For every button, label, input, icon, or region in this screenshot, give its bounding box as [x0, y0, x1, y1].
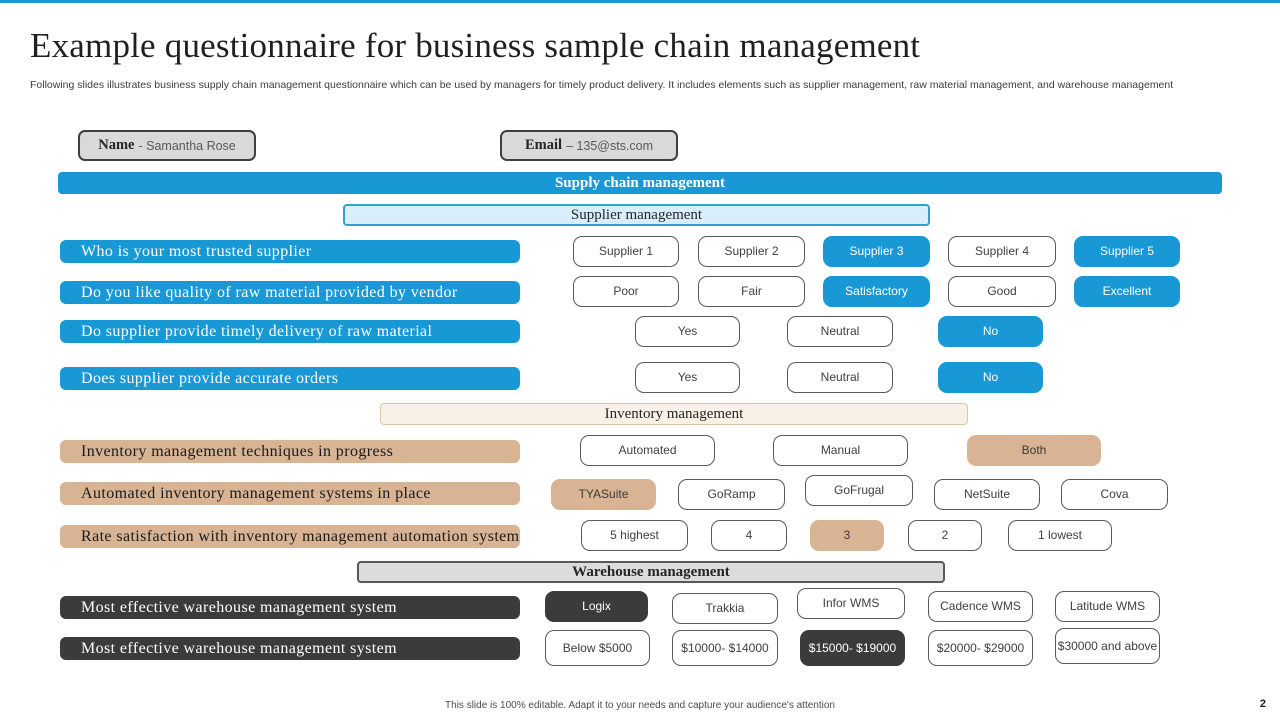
banner-inventory-management: Inventory management	[380, 403, 968, 425]
option-button[interactable]: Logix	[545, 591, 648, 622]
option-button[interactable]: Neutral	[787, 362, 893, 393]
question-automated-systems: Automated inventory management systems i…	[60, 482, 520, 505]
option-button[interactable]: 1 lowest	[1008, 520, 1112, 551]
banner-supply-chain-management: Supply chain management	[58, 172, 1222, 194]
option-button[interactable]: 4	[711, 520, 787, 551]
option-button[interactable]: Supplier 4	[948, 236, 1056, 267]
option-button[interactable]: TYASuite	[551, 479, 656, 510]
question-raw-material-quality: Do you like quality of raw material prov…	[60, 281, 520, 304]
name-field-value: - Samantha Rose	[138, 138, 236, 153]
option-button[interactable]: Infor WMS	[797, 588, 905, 619]
option-button[interactable]: 5 highest	[581, 520, 688, 551]
option-button[interactable]: Automated	[580, 435, 715, 466]
option-button[interactable]: Neutral	[787, 316, 893, 347]
option-button[interactable]: Supplier 2	[698, 236, 805, 267]
option-button[interactable]: 2	[908, 520, 982, 551]
question-inventory-techniques: Inventory management techniques in progr…	[60, 440, 520, 463]
option-button[interactable]: Poor	[573, 276, 679, 307]
option-button[interactable]: Both	[967, 435, 1101, 466]
option-button[interactable]: $15000- $19000	[800, 630, 905, 666]
top-accent-strip	[0, 0, 1280, 3]
question-timely-delivery: Do supplier provide timely delivery of r…	[60, 320, 520, 343]
page-title: Example questionnaire for business sampl…	[30, 26, 921, 65]
option-button[interactable]: Good	[948, 276, 1056, 307]
option-button[interactable]: Latitude WMS	[1055, 591, 1160, 622]
option-button[interactable]: Cova	[1061, 479, 1168, 510]
question-most-trusted-supplier: Who is your most trusted supplier	[60, 240, 520, 263]
option-button[interactable]: Satisfactory	[823, 276, 930, 307]
question-effective-wms: Most effective warehouse management syst…	[60, 596, 520, 619]
question-accurate-orders: Does supplier provide accurate orders	[60, 367, 520, 390]
option-button[interactable]: No	[938, 362, 1043, 393]
option-button[interactable]: Supplier 3	[823, 236, 930, 267]
option-button[interactable]: Supplier 5	[1074, 236, 1180, 267]
option-button[interactable]: 3	[810, 520, 884, 551]
option-button[interactable]: Trakkia	[672, 593, 778, 624]
option-button[interactable]: Manual	[773, 435, 908, 466]
option-button[interactable]: No	[938, 316, 1043, 347]
option-button[interactable]: Yes	[635, 316, 740, 347]
slide-subtitle: Following slides illustrates business su…	[30, 79, 1174, 91]
option-button[interactable]: $20000- $29000	[928, 630, 1033, 666]
option-button[interactable]: Cadence WMS	[928, 591, 1033, 622]
name-field-label: Name	[98, 137, 135, 153]
option-button[interactable]: Supplier 1	[573, 236, 679, 267]
footer-note: This slide is 100% editable. Adapt it to…	[445, 700, 835, 711]
option-button[interactable]: NetSuite	[934, 479, 1040, 510]
question-rate-satisfaction: Rate satisfaction with inventory managem…	[60, 525, 520, 548]
option-button[interactable]: $30000 and above	[1055, 628, 1160, 664]
name-field[interactable]: Name - Samantha Rose	[78, 130, 256, 161]
option-button[interactable]: GoFrugal	[805, 475, 913, 506]
option-button[interactable]: Fair	[698, 276, 805, 307]
question-wms-budget: Most effective warehouse management syst…	[60, 637, 520, 660]
email-field[interactable]: Email – 135@sts.com	[500, 130, 678, 161]
page-number: 2	[1259, 698, 1266, 710]
banner-warehouse-management: Warehouse management	[357, 561, 945, 583]
email-field-value: – 135@sts.com	[566, 138, 654, 153]
banner-supplier-management: Supplier management	[343, 204, 930, 226]
option-button[interactable]: Below $5000	[545, 630, 650, 666]
option-button[interactable]: Excellent	[1074, 276, 1180, 307]
option-button[interactable]: $10000- $14000	[672, 630, 778, 666]
option-button[interactable]: Yes	[635, 362, 740, 393]
email-field-label: Email	[524, 137, 563, 153]
option-button[interactable]: GoRamp	[678, 479, 785, 510]
